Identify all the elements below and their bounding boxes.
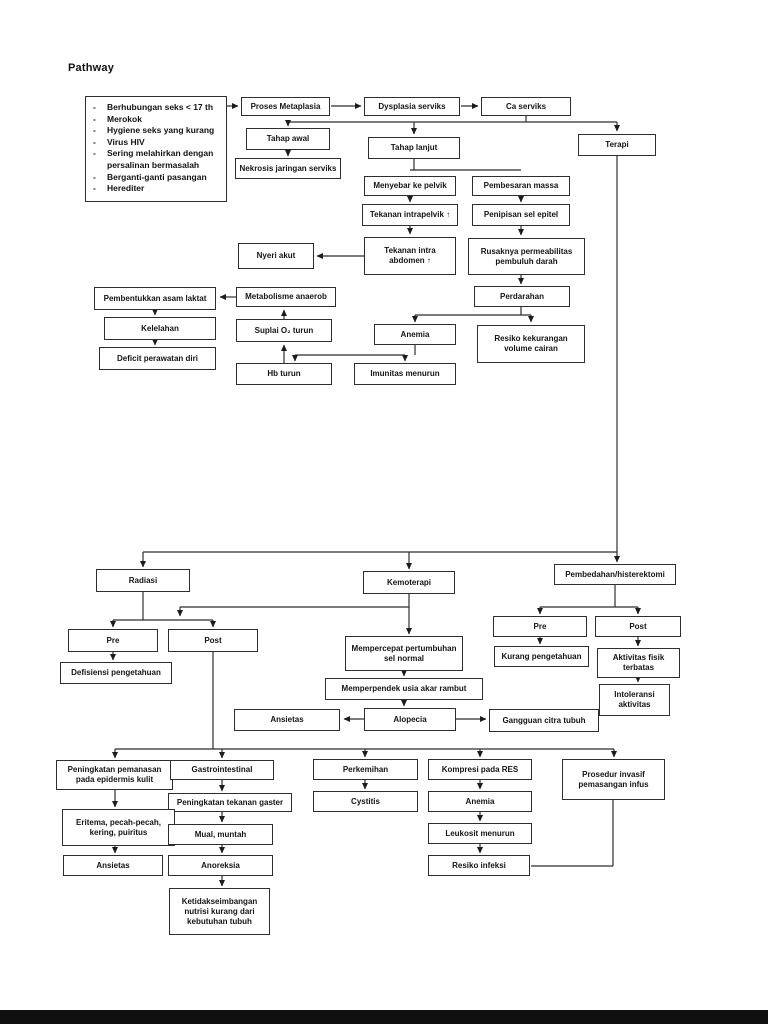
bullet-dash: - <box>93 125 96 136</box>
node-memperpendek-usia-akar-rambut: Memperpendek usia akar rambut <box>325 678 483 700</box>
node-nyeri-akut: Nyeri akut <box>238 243 314 269</box>
bullet-dash: - <box>93 148 96 159</box>
node-post-radiasi: Post <box>168 629 258 652</box>
node-kurang-pengetahuan: Kurang pengetahuan <box>494 646 589 667</box>
node-proses-metaplasia: Proses Metaplasia <box>241 97 330 116</box>
risk-item: - Berhubungan seks < 17 th <box>93 102 223 114</box>
node-leukosit-menurun: Leukosit menurun <box>428 823 532 844</box>
risk-item: -Hygiene seks yang kurang <box>93 125 223 137</box>
node-mempercepat-pertumbuhan: Mempercepat pertumbuhan sel normal <box>345 636 463 671</box>
risk-item-label: Virus HIV <box>107 136 145 147</box>
node-pre-pembedahan: Pre <box>493 616 587 637</box>
risk-item-label: Merokok <box>107 113 142 124</box>
node-penipisan-sel-epitel: Penipisan sel epitel <box>472 204 570 226</box>
node-pembedahan-histerektomi: Pembedahan/histerektomi <box>554 564 676 585</box>
node-tahap-lanjut: Tahap lanjut <box>368 137 460 159</box>
node-pembesaran-massa: Pembesaran massa <box>472 176 570 196</box>
node-anoreksia: Anoreksia <box>168 855 273 876</box>
node-alopecia: Alopecia <box>364 708 456 731</box>
node-kemoterapi: Kemoterapi <box>363 571 455 594</box>
node-defisiensi-pengetahuan: Defisiensi pengetahuan <box>60 662 172 684</box>
node-perdarahan: Perdarahan <box>474 286 570 307</box>
node-ketidakseimbangan-nutrisi: Ketidakseimbangan nutrisi kurang dari ke… <box>169 888 270 935</box>
risk-factors-box: -Berhubungan seks < 17 th -Merokok -Hygi… <box>85 96 227 202</box>
node-ca-serviks: Ca serviks <box>481 97 571 116</box>
risk-item: -Merokok <box>93 114 223 126</box>
node-cystitis: Cystitis <box>313 791 418 812</box>
bullet-dash: - <box>93 113 96 124</box>
node-deficit-perawatan-diri: Deficit perawatan diri <box>99 347 216 370</box>
risk-item: -Sering melahirkan dengan persalinan ber… <box>93 148 223 171</box>
node-peningkatan-tekanan-gaster: Peningkatan tekanan gaster <box>168 793 292 812</box>
node-resiko-infeksi: Resiko infeksi <box>428 855 530 876</box>
node-prosedur-invasif-infus: Prosedur invasif pemasangan infus <box>562 759 665 800</box>
node-resiko-kekurangan-volume-cairan: Resiko kekurangan volume cairan <box>477 325 585 363</box>
bullet-dash: - <box>93 183 96 194</box>
node-hb-turun: Hb turun <box>236 363 332 385</box>
page-title: Pathway <box>68 62 115 74</box>
node-aktivitas-fisik-terbatas: Aktivitas fisik terbatas <box>597 648 680 678</box>
node-nekrosis-jaringan-serviks: Nekrosis jaringan serviks <box>235 158 341 179</box>
node-radiasi: Radiasi <box>96 569 190 592</box>
node-terapi: Terapi <box>578 134 656 156</box>
risk-item-label: Sering melahirkan dengan persalinan berm… <box>107 148 214 170</box>
node-gangguan-citra-tubuh: Gangguan citra tubuh <box>489 709 599 732</box>
node-mual-muntah: Mual, muntah <box>168 824 273 845</box>
risk-item: -Berganti-ganti pasangan <box>93 172 223 184</box>
node-imunitas-menurun: Imunitas menurun <box>354 363 456 385</box>
risk-item-label: Berhubungan seks < 17 th <box>107 102 214 112</box>
node-tekanan-intra-abdomen: Tekanan intra abdomen ↑ <box>364 237 456 275</box>
node-tekanan-intrapelvik: Tekanan intrapelvik ↑ <box>362 204 458 226</box>
bullet-dash: - <box>93 136 96 147</box>
node-rusaknya-permeabilitas: Rusaknya permeabilitas pembuluh darah <box>468 238 585 275</box>
node-peningkatan-pemanasan-epidermis: Peningkatan pemanasan pada epidermis kul… <box>56 760 173 790</box>
node-suplai-o2-turun: Suplai O₂ turun <box>236 319 332 342</box>
node-tahap-awal: Tahap awal <box>246 128 330 150</box>
page-bottom-edge <box>0 1010 768 1024</box>
node-ansietas-kiri: Ansietas <box>63 855 163 876</box>
risk-item: -Virus HIV <box>93 137 223 149</box>
node-post-pembedahan: Post <box>595 616 681 637</box>
node-eritema: Eritema, pecah-pecah, kering, puiritus <box>62 809 175 846</box>
node-dysplasia-serviks: Dysplasia serviks <box>364 97 460 116</box>
node-pre-radiasi: Pre <box>68 629 158 652</box>
node-anemia-atas: Anemia <box>374 324 456 345</box>
node-ansietas-tengah: Ansietas <box>234 709 340 731</box>
node-anemia-bawah: Anemia <box>428 791 532 812</box>
node-gastrointestinal: Gastrointestinal <box>170 760 274 780</box>
node-pembentukan-asam-laktat: Pembentukkan asam laktat <box>94 287 216 310</box>
bullet-dash: - <box>93 171 96 182</box>
node-intoleransi-aktivitas: Intoleransi aktivitas <box>599 684 670 716</box>
risk-item-label: Berganti-ganti pasangan <box>107 171 207 182</box>
node-kelelahan: Kelelahan <box>104 317 216 340</box>
node-perkemihan: Perkemihan <box>313 759 418 780</box>
bullet-dash: - <box>93 102 96 112</box>
node-metabolisme-anaerob: Metabolisme anaerob <box>236 287 336 307</box>
risk-item: -Herediter <box>93 183 223 195</box>
risk-item-label: Herediter <box>107 183 145 194</box>
risk-item-label: Hygiene seks yang kurang <box>107 125 215 136</box>
node-menyebar-ke-pelvik: Menyebar ke pelvik <box>364 176 456 196</box>
node-kompresi-pada-res: Kompresi pada RES <box>428 759 532 780</box>
